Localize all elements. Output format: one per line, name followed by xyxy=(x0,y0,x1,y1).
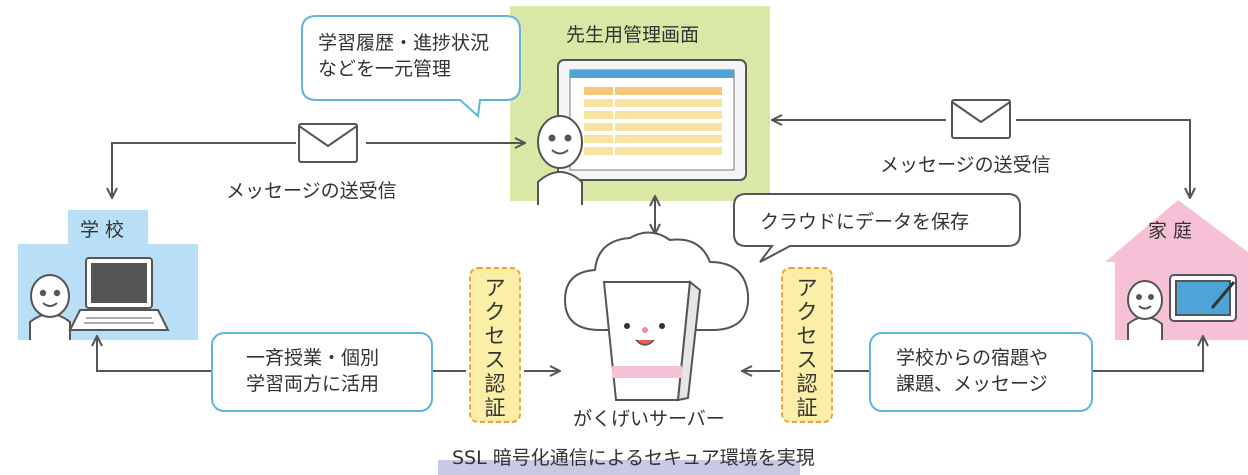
access-strip-left xyxy=(469,267,521,423)
teacher-bubble xyxy=(301,15,521,119)
home-tablet-icon xyxy=(1169,274,1237,322)
right-box-text: 学校からの宿題や 課題、メッセージ xyxy=(896,345,1048,397)
left-message-arrow-down xyxy=(112,142,296,198)
teacher-person-icon xyxy=(537,115,583,205)
cloud-bubble-text: クラウドにデータを保存 xyxy=(760,211,970,233)
teacher-screen-title: 先生用管理画面 xyxy=(566,24,700,46)
access-auth-right: ア ク セ ス 認 証 xyxy=(796,276,818,420)
right-box-line2: 課題、メッセージ xyxy=(896,373,1048,395)
right-box-line1: 学校からの宿題や xyxy=(896,347,1049,369)
left-box-arrow-up xyxy=(97,336,212,372)
server-icon xyxy=(602,280,702,402)
server-label: がくげいサーバー xyxy=(573,408,725,430)
left-box-text: 一斉授業・個別 学習両方に活用 xyxy=(246,345,379,397)
teacher-monitor-icon xyxy=(557,59,747,181)
left-box-line2: 学習両方に活用 xyxy=(246,373,380,395)
right-message-arrow-down xyxy=(1016,119,1190,198)
footer-band xyxy=(438,460,800,475)
school-laptop-icon xyxy=(68,257,170,331)
home-person-icon xyxy=(1127,280,1163,340)
school-panel-bg xyxy=(68,210,148,246)
left-envelope-icon xyxy=(298,123,358,163)
left-box-line1: 一斉授業・個別 xyxy=(246,347,380,369)
right-box-arrow-up xyxy=(1092,336,1203,372)
right-envelope-icon xyxy=(951,99,1011,139)
access-auth-left: ア ク セ ス 認 証 xyxy=(484,276,506,420)
school-person-icon xyxy=(29,274,71,340)
left-message-label: メッセージの送受信 xyxy=(226,180,397,202)
teacher-bubble-line2: などを一元管理 xyxy=(318,58,452,80)
teacher-bubble-line1: 学習履歴・進捗状況 xyxy=(318,32,490,54)
home-label: 家 庭 xyxy=(1148,220,1193,242)
school-label: 学 校 xyxy=(80,219,125,241)
footer-caption: SSL 暗号化通信によるセキュア環境を実現 xyxy=(452,447,815,469)
left-info-box xyxy=(211,332,433,412)
right-message-label: メッセージの送受信 xyxy=(880,154,1051,176)
access-strip-right xyxy=(781,267,833,423)
cloud-bubble xyxy=(733,193,1021,263)
teacher-bubble-text: 学習履歴・進捗状況 などを一元管理 xyxy=(318,30,489,82)
right-info-box xyxy=(869,332,1093,412)
